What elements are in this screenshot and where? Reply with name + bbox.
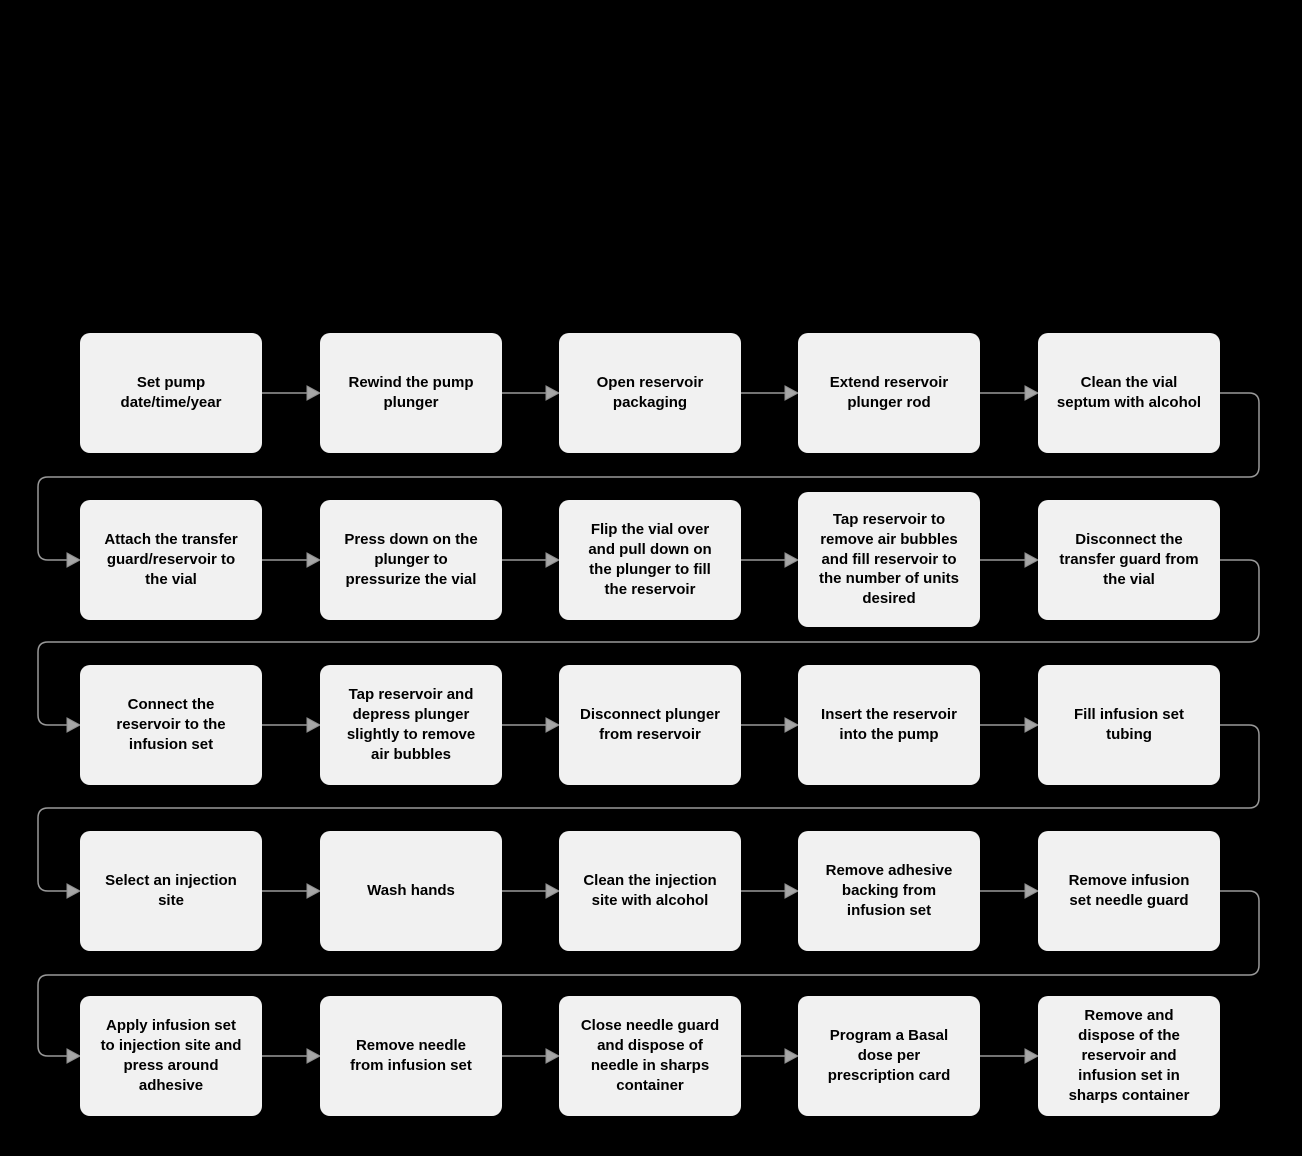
node-remove-needle-guard: Remove infusion set needle guard (1038, 831, 1220, 951)
node-close-needle-guard-dispose: Close needle guard and dispose of needle… (559, 996, 741, 1116)
connector-row1-to-row2 (37, 392, 1260, 568)
node-clean-vial-septum: Clean the vial septum with alcohol (1038, 333, 1220, 453)
node-program-basal-dose: Program a Basal dose per prescription ca… (798, 996, 980, 1116)
node-remove-needle: Remove needle from infusion set (320, 996, 502, 1116)
node-select-injection-site: Select an injection site (80, 831, 262, 951)
node-tap-reservoir-fill-units: Tap reservoir to remove air bubbles and … (798, 492, 980, 627)
node-fill-infusion-tubing: Fill infusion set tubing (1038, 665, 1220, 785)
node-insert-reservoir-pump: Insert the reservoir into the pump (798, 665, 980, 785)
arrow-row4 (262, 883, 1040, 899)
node-dispose-reservoir-infusion-set: Remove and dispose of the reservoir and … (1038, 996, 1220, 1116)
node-clean-injection-site: Clean the injection site with alcohol (559, 831, 741, 951)
arrow-row5 (262, 1048, 1040, 1064)
arrow-row3 (262, 717, 1040, 733)
connector-row4-to-row5 (37, 890, 1260, 1064)
arrow-row1 (262, 385, 1040, 401)
node-set-pump-date: Set pump date/time/year (80, 333, 262, 453)
node-flip-vial-fill-reservoir: Flip the vial over and pull down on the … (559, 500, 741, 620)
node-rewind-plunger: Rewind the pump plunger (320, 333, 502, 453)
connector-row3-to-row4 (37, 724, 1260, 899)
node-extend-plunger-rod: Extend reservoir plunger rod (798, 333, 980, 453)
node-disconnect-transfer-guard: Disconnect the transfer guard from the v… (1038, 500, 1220, 620)
node-apply-infusion-set: Apply infusion set to injection site and… (80, 996, 262, 1116)
node-attach-transfer-guard: Attach the transfer guard/reservoir to t… (80, 500, 262, 620)
arrow-row2 (262, 552, 1040, 568)
node-pressurize-vial: Press down on the plunger to pressurize … (320, 500, 502, 620)
node-wash-hands: Wash hands (320, 831, 502, 951)
node-tap-depress-plunger: Tap reservoir and depress plunger slight… (320, 665, 502, 785)
node-remove-adhesive-backing: Remove adhesive backing from infusion se… (798, 831, 980, 951)
node-open-reservoir-packaging: Open reservoir packaging (559, 333, 741, 453)
node-connect-reservoir-infusion-set: Connect the reservoir to the infusion se… (80, 665, 262, 785)
connector-row2-to-row3 (37, 559, 1260, 733)
node-disconnect-plunger: Disconnect plunger from reservoir (559, 665, 741, 785)
